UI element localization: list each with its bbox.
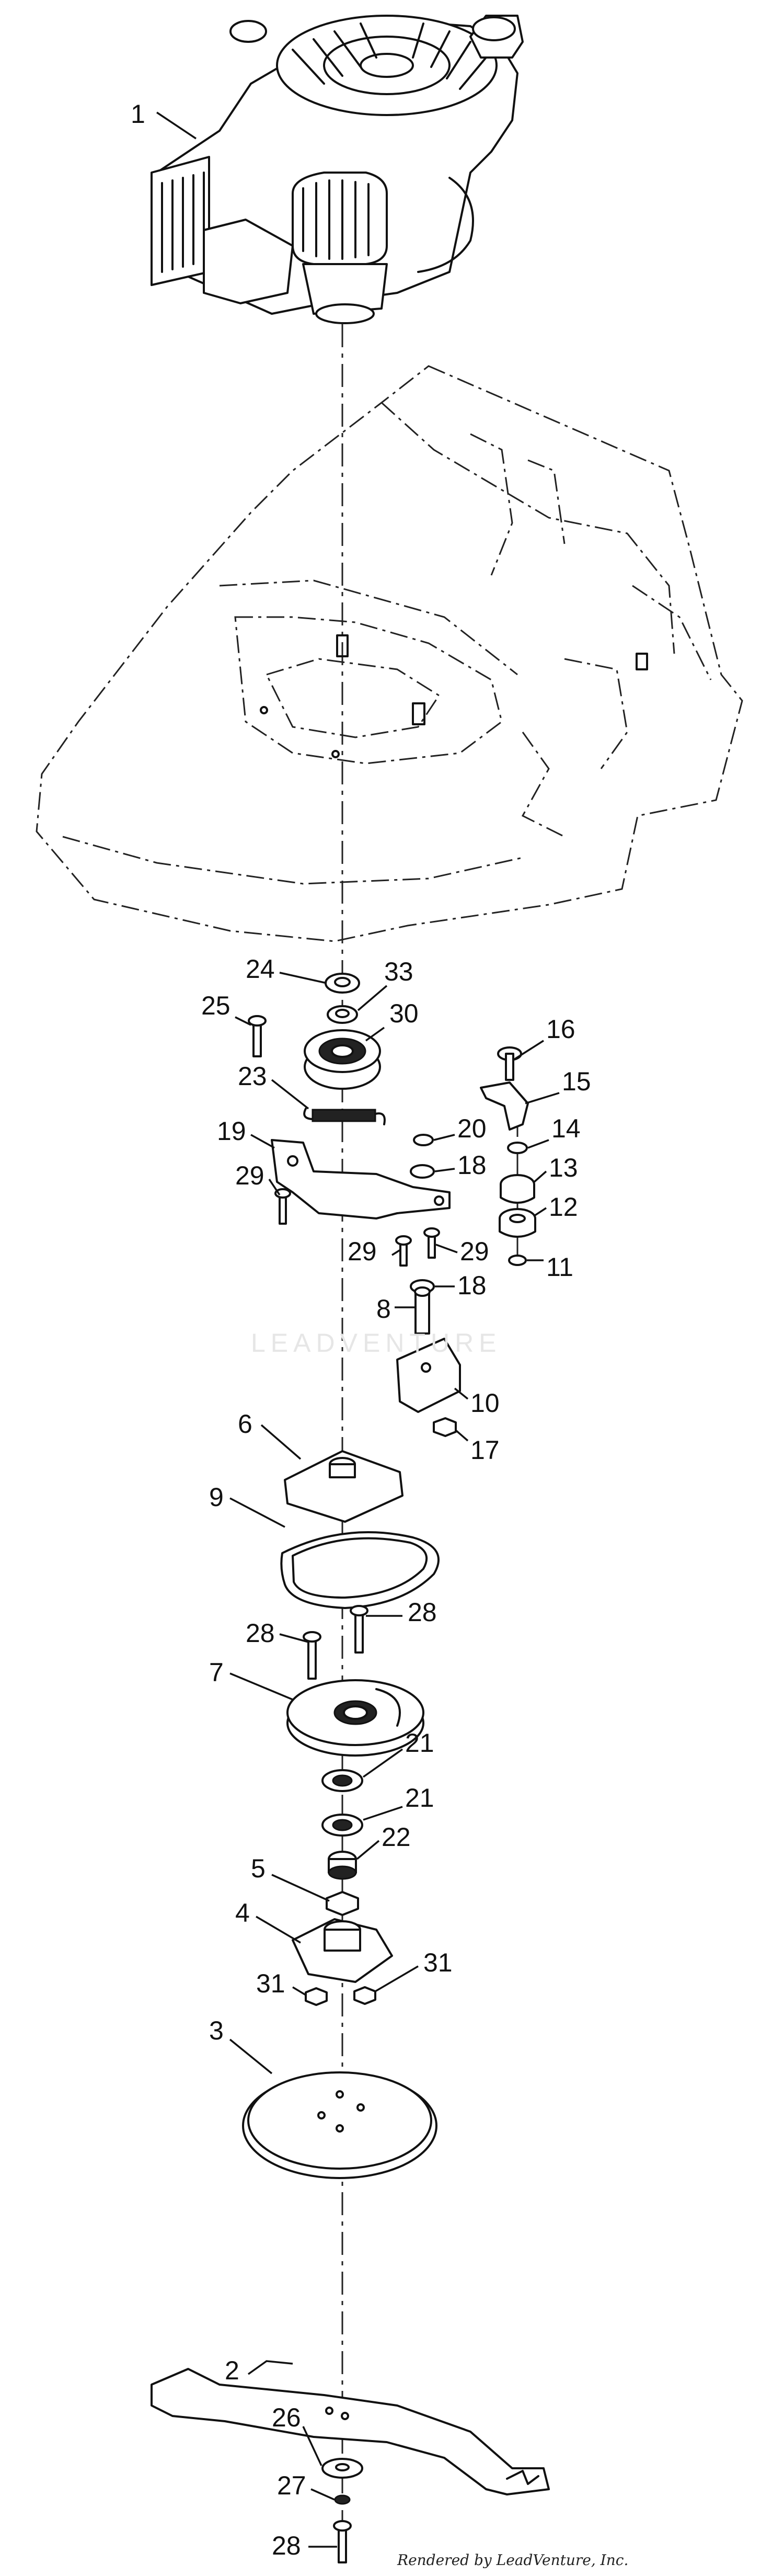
part-28-bolts xyxy=(303,1605,368,2563)
part-24-washer xyxy=(325,973,360,994)
callout-19: 19 xyxy=(217,1116,246,1146)
part-15-lever xyxy=(480,1081,529,1131)
callout-14: 14 xyxy=(551,1114,581,1143)
part-8-stud xyxy=(414,1286,431,1335)
part-9-belt xyxy=(280,1531,440,1609)
part-30-pulley xyxy=(304,1029,381,1090)
callout-13: 13 xyxy=(549,1153,578,1182)
mower-deck-outline xyxy=(36,365,743,942)
callout-leader-lines xyxy=(156,111,560,2548)
part-2-blade xyxy=(151,2368,550,2495)
callout-21b: 21 xyxy=(405,1783,434,1813)
center-axis-line xyxy=(341,324,518,2552)
callout-33: 33 xyxy=(384,957,413,986)
callout-3: 3 xyxy=(209,2016,224,2045)
callout-18a: 18 xyxy=(457,1150,487,1180)
part-25-bolt xyxy=(248,1015,267,1057)
part-7-clutch-disc xyxy=(286,1679,424,1757)
callout-16: 16 xyxy=(546,1015,575,1044)
callout-6: 6 xyxy=(238,1409,252,1439)
part-4-hub xyxy=(292,1918,393,1983)
callout-2: 2 xyxy=(225,2356,239,2385)
callout-11: 11 xyxy=(546,1252,573,1282)
part-16-pin xyxy=(497,1046,522,1081)
callout-30: 30 xyxy=(389,999,419,1028)
part-13-bushing xyxy=(500,1174,535,1204)
callout-22: 22 xyxy=(382,1822,411,1852)
part-14-washer xyxy=(507,1142,528,1154)
callout-5: 5 xyxy=(251,1854,266,1883)
part-23-spring xyxy=(303,1108,386,1125)
part-27-lock-washer xyxy=(334,2494,351,2505)
callout-28c: 28 xyxy=(272,2531,301,2560)
part-5-nut xyxy=(326,1891,359,1916)
callout-4: 4 xyxy=(235,1898,250,1928)
callout-26: 26 xyxy=(272,2403,301,2432)
callout-29b: 29 xyxy=(348,1237,377,1266)
callout-27: 27 xyxy=(277,2471,306,2500)
callout-24: 24 xyxy=(246,954,275,984)
part-21-bearings xyxy=(321,1769,363,1837)
callout-23: 23 xyxy=(238,1062,267,1091)
engine-assembly xyxy=(151,15,524,324)
callout-8: 8 xyxy=(376,1294,391,1324)
callout-15: 15 xyxy=(562,1067,591,1096)
callout-12: 12 xyxy=(549,1192,578,1222)
callout-31a: 31 xyxy=(256,1969,285,1998)
callout-31b: 31 xyxy=(423,1948,453,1977)
callout-1: 1 xyxy=(131,99,145,129)
part-29-screws xyxy=(274,1188,440,1267)
callout-18b: 18 xyxy=(457,1271,487,1300)
part-22-spacer xyxy=(328,1851,357,1880)
rendered-by-credit: Rendered by LeadVenture, Inc. xyxy=(397,2551,628,2569)
callout-10: 10 xyxy=(470,1388,500,1418)
part-31-nuts xyxy=(305,1986,376,2006)
callout-28a: 28 xyxy=(246,1618,275,1648)
part-6-plate xyxy=(284,1450,403,1523)
part-17-nut xyxy=(433,1417,457,1437)
callout-20: 20 xyxy=(457,1114,487,1143)
part-19-brake-arm xyxy=(271,1139,451,1219)
part-20-18-nuts xyxy=(410,1134,435,1294)
part-26-washer xyxy=(321,2458,363,2479)
callout-labels: 1 24 33 25 30 16 15 23 14 20 19 18 13 29… xyxy=(131,99,591,2560)
callout-9: 9 xyxy=(209,1483,224,1512)
callout-29a: 29 xyxy=(235,1161,264,1190)
callout-17: 17 xyxy=(470,1435,500,1465)
callout-25: 25 xyxy=(201,991,230,1020)
part-10-bracket xyxy=(396,1338,461,1413)
part-3-disc xyxy=(242,2071,437,2179)
callout-21a: 21 xyxy=(405,1728,434,1758)
part-33-washer xyxy=(327,1005,358,1024)
callout-7: 7 xyxy=(209,1658,224,1687)
callout-29c: 29 xyxy=(460,1237,489,1266)
part-12-bushing xyxy=(499,1208,536,1238)
part-11-washer xyxy=(508,1255,527,1266)
callout-28b: 28 xyxy=(408,1598,437,1627)
watermark-text: LEADVENTURE xyxy=(251,1328,502,1358)
